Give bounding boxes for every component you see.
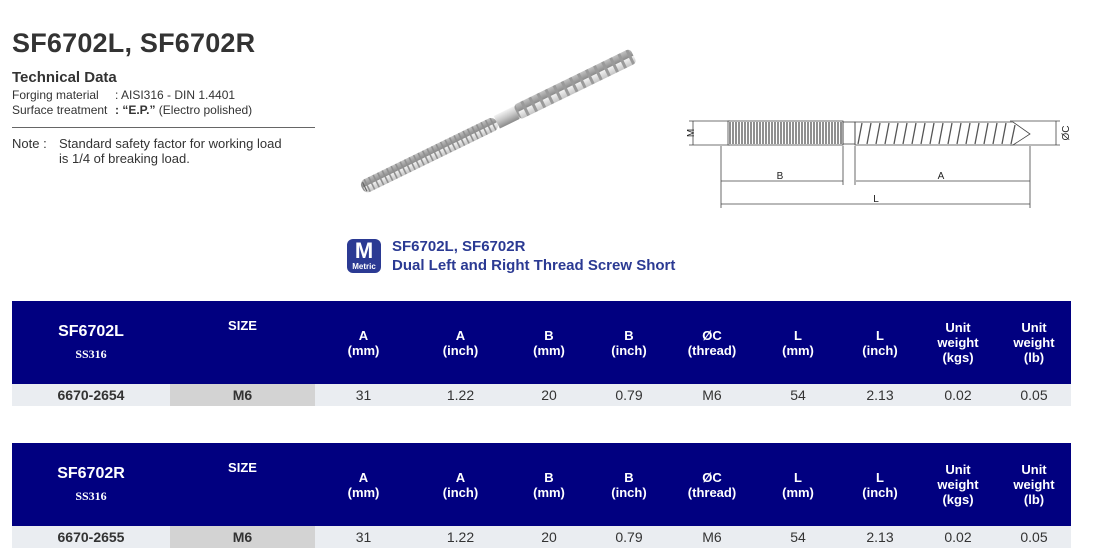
cell-weight-lb: 0.05 [997, 384, 1071, 406]
page-title: SF6702L, SF6702R [12, 28, 256, 58]
spec-value: : “E.P.” (Electro polished) [115, 103, 252, 117]
header-b-mm: B(mm) [509, 301, 589, 384]
cell-b-inch: 0.79 [589, 526, 669, 548]
product-codes: SF6702L, SF6702R [392, 238, 526, 255]
cell-b-inch: 0.79 [589, 384, 669, 406]
note-label: Note : [12, 136, 47, 151]
note: Note : Standard safety factor for working… [12, 136, 282, 166]
cell-a-inch: 1.22 [412, 526, 509, 548]
metric-badge-text: Metric [352, 262, 376, 271]
cell-size: M6 [170, 526, 315, 548]
cell-a-mm: 31 [315, 526, 412, 548]
cell-c-thread: M6 [669, 526, 755, 548]
cell-part-number: 6670-2655 [12, 526, 170, 548]
header-a-inch: A(inch) [412, 301, 509, 384]
spec-value-bold: : “E.P.” [115, 103, 156, 117]
header-b-inch: B(inch) [589, 443, 669, 526]
spec-value: : AISI316 - DIN 1.4401 [115, 88, 236, 102]
metric-badge: M Metric [347, 239, 381, 273]
cell-part-number: 6670-2654 [12, 384, 170, 406]
label-l: L [873, 194, 879, 205]
header-size: SIZE [170, 301, 315, 384]
cell-b-mm: 20 [509, 526, 589, 548]
header-l-mm: L(mm) [755, 301, 841, 384]
header-a-mm: A(mm) [315, 301, 412, 384]
header-c-thread: ØC(thread) [669, 301, 755, 384]
screw-photo [360, 49, 636, 193]
header-l-inch: L(inch) [841, 443, 919, 526]
table-row: 6670-2655 M6 31 1.22 20 0.79 M6 54 2.13 … [12, 526, 1071, 548]
cell-b-mm: 20 [509, 384, 589, 406]
cell-l-inch: 2.13 [841, 526, 919, 548]
header-size: SIZE [170, 443, 315, 526]
cell-size: M6 [170, 384, 315, 406]
header-a-mm: A(mm) [315, 443, 412, 526]
cell-l-inch: 2.13 [841, 384, 919, 406]
label-m: M [686, 129, 697, 137]
header-l-mm: L(mm) [755, 443, 841, 526]
header-l-inch: L(inch) [841, 301, 919, 384]
header-b-inch: B(inch) [589, 301, 669, 384]
product-description: Dual Left and Right Thread Screw Short [392, 257, 676, 274]
header-b-mm: B(mm) [509, 443, 589, 526]
cell-weight-lb: 0.05 [997, 526, 1071, 548]
spec-forging-material: Forging material : AISI316 - DIN 1.4401 [12, 88, 235, 102]
table-row: 6670-2654 M6 31 1.22 20 0.79 M6 54 2.13 … [12, 384, 1071, 406]
spec-surface-treatment: Surface treatment : “E.P.” (Electro polis… [12, 103, 252, 117]
label-c: ØC [1061, 126, 1072, 141]
label-a: A [938, 171, 945, 182]
header-a-inch: A(inch) [412, 443, 509, 526]
divider [12, 127, 315, 128]
spec-label: Forging material [12, 88, 99, 102]
cell-a-mm: 31 [315, 384, 412, 406]
label-b: B [777, 171, 784, 182]
technical-data-heading: Technical Data [12, 69, 117, 86]
cell-l-mm: 54 [755, 526, 841, 548]
metric-badge-letter: M [354, 238, 374, 263]
spec-value-rest: (Electro polished) [155, 103, 253, 117]
header-c-thread: ØC(thread) [669, 443, 755, 526]
product-title: SF6702L, SF6702R Dual Left and Right Thr… [392, 237, 675, 275]
cell-weight-kgs: 0.02 [919, 526, 997, 548]
spec-label: Surface treatment [12, 103, 108, 117]
cell-weight-kgs: 0.02 [919, 384, 997, 406]
technical-drawing: M ØC B A L [686, 120, 1072, 208]
note-line-2: is 1/4 of breaking load. [59, 151, 190, 166]
note-line-1: Standard safety factor for working load [59, 136, 282, 151]
cell-c-thread: M6 [669, 384, 755, 406]
cell-a-inch: 1.22 [412, 384, 509, 406]
cell-l-mm: 54 [755, 384, 841, 406]
